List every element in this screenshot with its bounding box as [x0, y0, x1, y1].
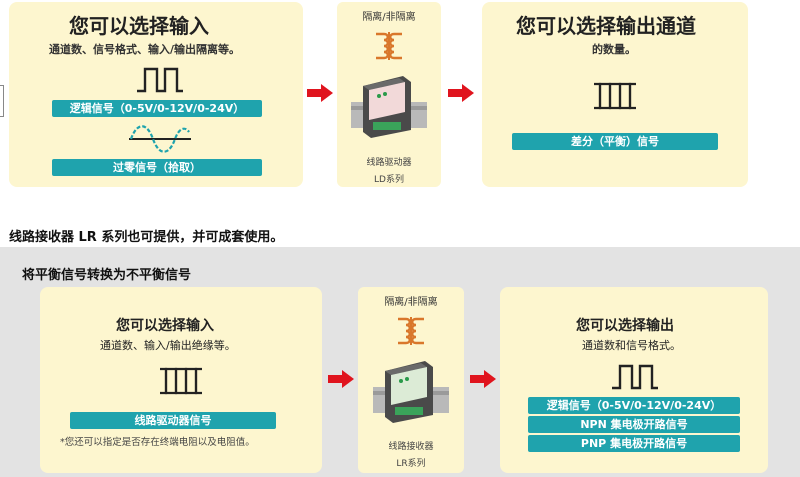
top-output-title: 您可以选择输出通道 — [516, 14, 696, 38]
top-input-subtitle: 通道数、信号格式、输入/输出隔离等。 — [49, 43, 241, 56]
zero-cross-signal-pill: 过零信号（拾取） — [52, 159, 262, 176]
top-input-title: 您可以选择输入 — [69, 14, 209, 38]
bottom-isolation-label: 隔离/非隔离 — [384, 297, 438, 308]
bottom-section-title: 将平衡信号转换为不平衡信号 — [22, 268, 192, 283]
npn-signal-pill: NPN 集电极开路信号 — [528, 416, 740, 433]
pnp-signal-pill: PNP 集电极开路信号 — [528, 435, 740, 452]
top-device-name: 线路驱动器 — [366, 158, 412, 168]
bottom-device-name: 线路接收器 — [388, 442, 434, 452]
sine-wave-icon — [129, 125, 191, 153]
differential-wave-icon — [160, 367, 202, 395]
top-output-card: 您可以选择输出通道 的数量。 差分（平衡）信号 — [482, 2, 748, 187]
differential-wave-icon — [594, 82, 636, 110]
line-receiver-device-image — [373, 361, 449, 423]
edge-marker — [0, 85, 4, 117]
arrow-right-icon — [470, 370, 496, 388]
top-input-card: 您可以选择输入 通道数、信号格式、输入/输出隔离等。 逻辑信号（0-5V/0-1… — [9, 2, 303, 187]
top-device-series: LD系列 — [374, 175, 404, 185]
bottom-device-series: LR系列 — [396, 459, 426, 469]
bottom-input-title: 您可以选择输入 — [116, 318, 214, 334]
top-device-card: 隔离/非隔离 线路驱动器 LD系列 — [337, 2, 441, 187]
bottom-input-subtitle: 通道数、输入/输出绝缘等。 — [100, 339, 236, 352]
arrow-right-icon — [328, 370, 354, 388]
transformer-icon — [398, 317, 424, 345]
bottom-device-card: 隔离/非隔离 线路接收器 LR系列 — [358, 287, 464, 473]
bottom-output-card: 您可以选择输出 通道数和信号格式。 逻辑信号（0-5V/0-12V/0-24V）… — [500, 287, 768, 473]
bottom-input-card: 您可以选择输入 通道数、输入/输出绝缘等。 线路驱动器信号 *您还可以指定是否存… — [40, 287, 322, 473]
line-driver-signal-pill: 线路驱动器信号 — [70, 412, 276, 429]
arrow-right-icon — [307, 84, 333, 102]
top-output-subtitle: 的数量。 — [592, 43, 636, 56]
transformer-icon — [376, 32, 402, 60]
arrow-right-icon — [448, 84, 474, 102]
line-driver-device-image — [351, 76, 427, 138]
bottom-output-title: 您可以选择输出 — [576, 318, 674, 334]
logic-signal-pill: 逻辑信号（0-5V/0-12V/0-24V） — [52, 100, 262, 117]
square-wave-icon — [612, 364, 658, 390]
differential-signal-pill: 差分（平衡）信号 — [512, 133, 718, 150]
termination-footnote: *您还可以指定是否存在终端电阻以及电阻值。 — [60, 437, 255, 448]
receiver-note: 线路接收器 LR 系列也可提供，并可成套使用。 — [9, 230, 284, 245]
square-wave-icon — [137, 67, 183, 93]
bottom-output-subtitle: 通道数和信号格式。 — [582, 339, 681, 352]
top-isolation-label: 隔离/非隔离 — [362, 12, 416, 23]
logic-signal-pill: 逻辑信号（0-5V/0-12V/0-24V） — [528, 397, 740, 414]
